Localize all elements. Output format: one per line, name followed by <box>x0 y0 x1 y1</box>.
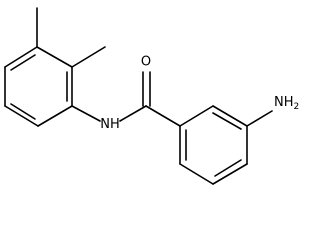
ring-b-double-bond-2 <box>214 159 242 177</box>
ring-a-bond-3 <box>37 105 73 127</box>
ring-to-nh-bond <box>71 105 101 122</box>
ring-a-bond-4 <box>4 105 39 127</box>
amino-nh2-label: NH2 <box>274 95 299 112</box>
ring-b-bond-4 <box>212 163 248 185</box>
amino-subscript-label: 2 <box>294 102 300 112</box>
amide-nitrogen-label: N <box>100 117 110 132</box>
ring-a-double-bond-2 <box>10 103 36 120</box>
ring-b-bond-2 <box>212 105 248 127</box>
oxygen-label: O <box>141 55 151 70</box>
nh-to-carbonyl-bond <box>119 105 147 122</box>
amino-hydrogen-label: H <box>284 95 294 110</box>
ring-a-double-bond-3 <box>10 54 36 71</box>
aminophenyl-ring <box>179 105 248 185</box>
carbonyl-to-ring-bond <box>145 105 181 127</box>
ring-a-bond-6 <box>4 46 38 68</box>
methyl-bond-2 <box>71 46 106 68</box>
dimethylphenyl-ring <box>4 46 73 127</box>
ring-b-double-bond-1 <box>212 112 242 130</box>
ring-b-bond-5 <box>179 163 214 185</box>
chemical-structure-diagram: O NH NH2 <box>4 7 299 185</box>
ring-a-bond-1 <box>36 46 73 68</box>
ring-b-bond-1 <box>179 105 214 127</box>
amino-nitrogen-label: N <box>274 95 284 110</box>
amide-hydrogen-label: H <box>110 117 120 132</box>
ring-to-amino-bond <box>246 110 273 127</box>
amide-nh-label: NH <box>100 117 120 132</box>
